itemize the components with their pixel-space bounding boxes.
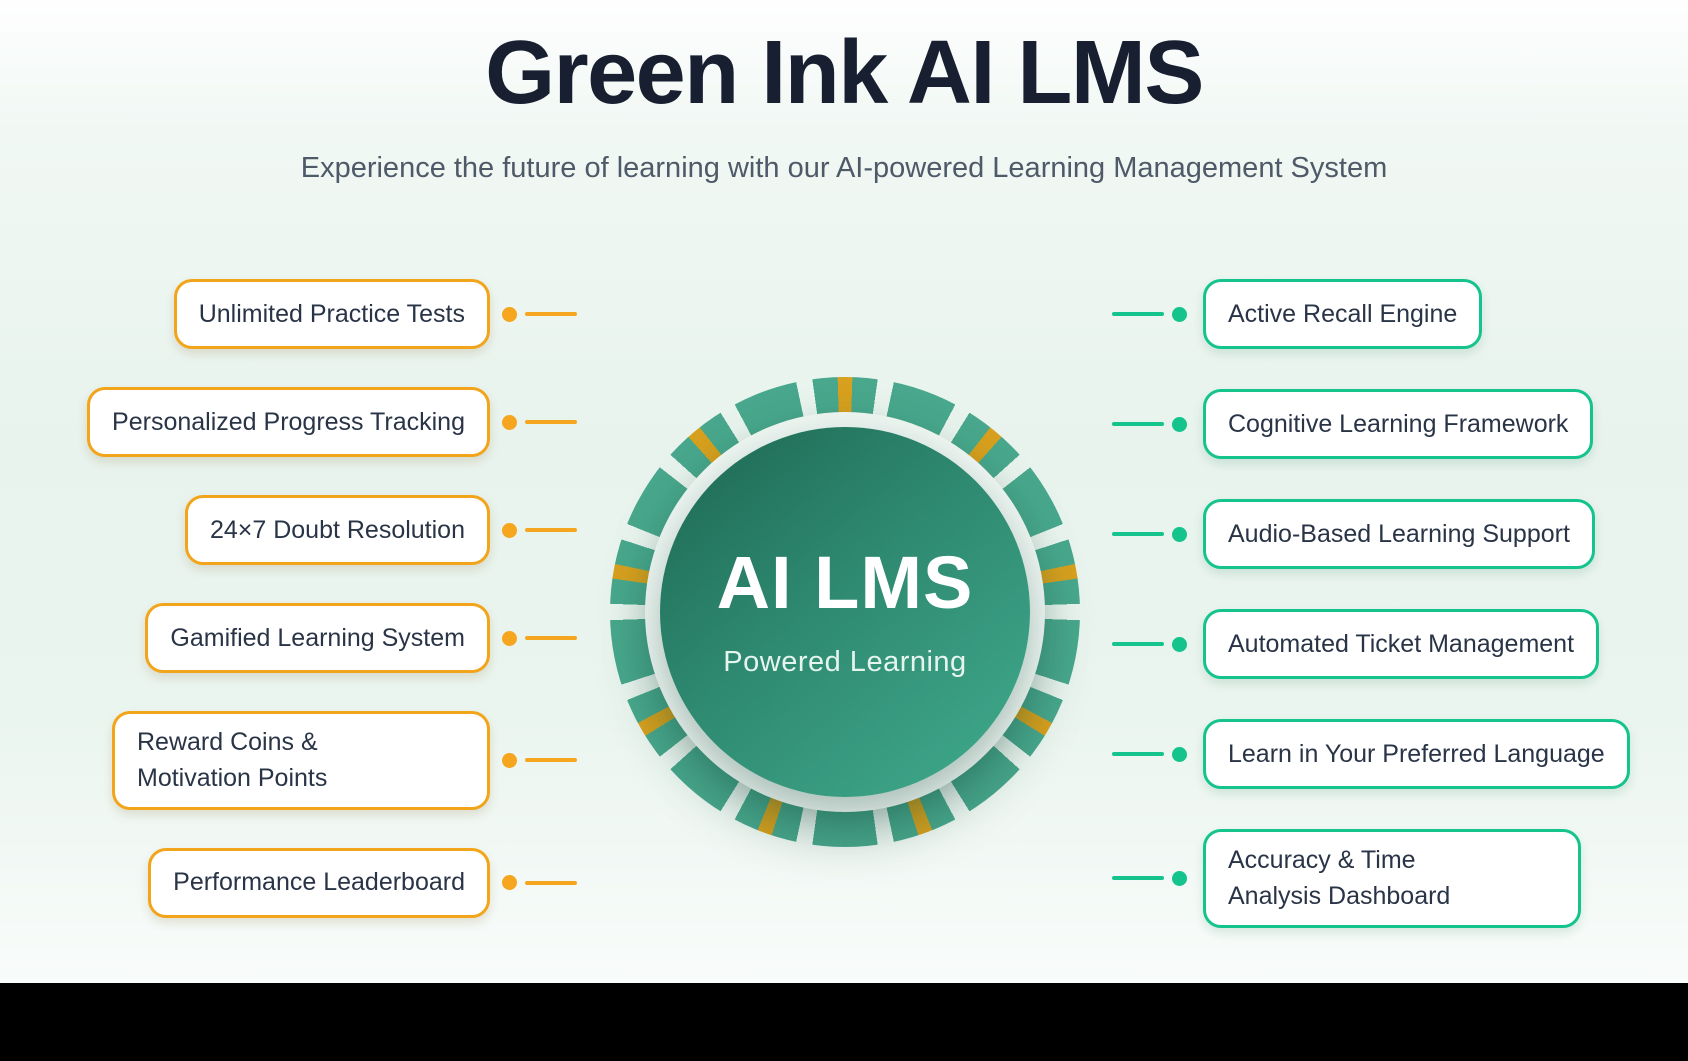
connector bbox=[502, 752, 577, 768]
badge-core: AI LMS Powered Learning bbox=[660, 427, 1030, 797]
connector-line bbox=[525, 758, 577, 763]
feature-row: 24×7 Doubt Resolution bbox=[184, 495, 577, 565]
connector-line bbox=[1112, 532, 1164, 536]
feature-label: Performance Leaderboard bbox=[173, 868, 465, 897]
connector-line bbox=[525, 880, 577, 885]
connector-dot-icon bbox=[1172, 746, 1187, 762]
connector-dot-icon bbox=[1172, 306, 1187, 322]
feature-row: Gamified Learning System bbox=[145, 603, 577, 673]
connector-line bbox=[1112, 422, 1164, 426]
feature-box-active-recall-engine: Active Recall Engine bbox=[1203, 279, 1483, 349]
feature-label: Cognitive Learning Framework bbox=[1228, 409, 1569, 438]
feature-row: Audio-Based Learning Support bbox=[1112, 499, 1595, 569]
connector-line bbox=[1112, 312, 1164, 316]
feature-label: Automated Ticket Management bbox=[1228, 629, 1575, 658]
bottom-black-bar bbox=[0, 983, 1688, 1061]
connector-line bbox=[525, 636, 577, 640]
feature-box-accuracy-time-analysis-dashboard: Accuracy & Time Analysis Dashboard bbox=[1203, 829, 1581, 928]
connector-dot-icon bbox=[1172, 526, 1187, 542]
feature-row: Accuracy & Time Analysis Dashboard bbox=[1112, 829, 1581, 928]
connector bbox=[502, 414, 577, 430]
connector-dot-icon bbox=[502, 630, 517, 646]
feature-label: Accuracy & Time Analysis Dashboard bbox=[1228, 846, 1451, 911]
feature-label: Learn in Your Preferred Language bbox=[1228, 739, 1605, 768]
feature-row: Unlimited Practice Tests bbox=[173, 279, 577, 349]
connector bbox=[1112, 746, 1187, 762]
feature-label: Unlimited Practice Tests bbox=[198, 299, 465, 328]
feature-box-personalized-progress-tracking: Personalized Progress Tracking bbox=[87, 387, 490, 457]
connector bbox=[502, 875, 577, 890]
ai-lms-badge: AI LMS Powered Learning bbox=[610, 377, 1080, 847]
connector bbox=[1112, 306, 1187, 322]
badge-subtitle: Powered Learning bbox=[723, 645, 967, 678]
connector-dot-icon bbox=[1172, 870, 1187, 886]
feature-row: Automated Ticket Management bbox=[1112, 609, 1600, 679]
connector-line bbox=[1112, 642, 1164, 646]
page-subtitle: Experience the future of learning with o… bbox=[300, 152, 1388, 184]
feature-label: Gamified Learning System bbox=[170, 623, 465, 652]
connector-dot-icon bbox=[502, 414, 517, 430]
connector-line bbox=[525, 420, 577, 424]
feature-row: Active Recall Engine bbox=[1112, 279, 1483, 349]
connector-dot-icon bbox=[502, 522, 517, 538]
feature-box-gamified-learning-system: Gamified Learning System bbox=[145, 603, 490, 673]
right-feature-column: Active Recall Engine Cognitive Learning … bbox=[1112, 279, 1630, 928]
feature-box-doubt-resolution: 24×7 Doubt Resolution bbox=[184, 495, 490, 565]
feature-box-performance-leaderboard: Performance Leaderboard bbox=[148, 847, 490, 918]
left-feature-column: Unlimited Practice Tests Personalized Pr… bbox=[87, 279, 577, 918]
feature-row: Reward Coins & Motivation Points bbox=[112, 711, 577, 810]
feature-row: Performance Leaderboard bbox=[148, 847, 577, 918]
feature-box-cognitive-learning-framework: Cognitive Learning Framework bbox=[1203, 389, 1594, 459]
connector bbox=[1112, 416, 1187, 432]
connector-line bbox=[525, 312, 577, 316]
connector-dot-icon bbox=[1172, 636, 1187, 652]
connector-dot-icon bbox=[502, 306, 517, 322]
feature-row: Learn in Your Preferred Language bbox=[1112, 719, 1630, 789]
connector-dot-icon bbox=[502, 875, 517, 890]
connector-line bbox=[1112, 876, 1164, 881]
badge-title: AI LMS bbox=[716, 540, 974, 624]
feature-label: Audio-Based Learning Support bbox=[1228, 519, 1570, 548]
feature-row: Cognitive Learning Framework bbox=[1112, 389, 1594, 459]
connector bbox=[1112, 636, 1187, 652]
connector bbox=[502, 630, 577, 646]
feature-box-preferred-language: Learn in Your Preferred Language bbox=[1203, 719, 1630, 789]
feature-box-unlimited-practice-tests: Unlimited Practice Tests bbox=[173, 279, 490, 349]
connector bbox=[502, 522, 577, 538]
feature-label: Reward Coins & Motivation Points bbox=[137, 728, 328, 793]
feature-label: Personalized Progress Tracking bbox=[112, 407, 465, 436]
feature-label: Active Recall Engine bbox=[1228, 299, 1458, 328]
feature-box-reward-coins-motivation-points: Reward Coins & Motivation Points bbox=[112, 711, 490, 810]
connector-line bbox=[525, 528, 577, 532]
feature-box-audio-based-learning-support: Audio-Based Learning Support bbox=[1203, 499, 1595, 569]
connector bbox=[1112, 870, 1187, 886]
connector-dot-icon bbox=[1172, 416, 1187, 432]
feature-label: 24×7 Doubt Resolution bbox=[209, 515, 465, 544]
connector bbox=[502, 306, 577, 322]
feature-box-automated-ticket-management: Automated Ticket Management bbox=[1203, 609, 1600, 679]
connector-dot-icon bbox=[502, 752, 517, 768]
page-title: Green Ink AI LMS bbox=[485, 23, 1204, 123]
feature-row: Personalized Progress Tracking bbox=[87, 387, 577, 457]
connector bbox=[1112, 526, 1187, 542]
connector-line bbox=[1112, 752, 1164, 756]
